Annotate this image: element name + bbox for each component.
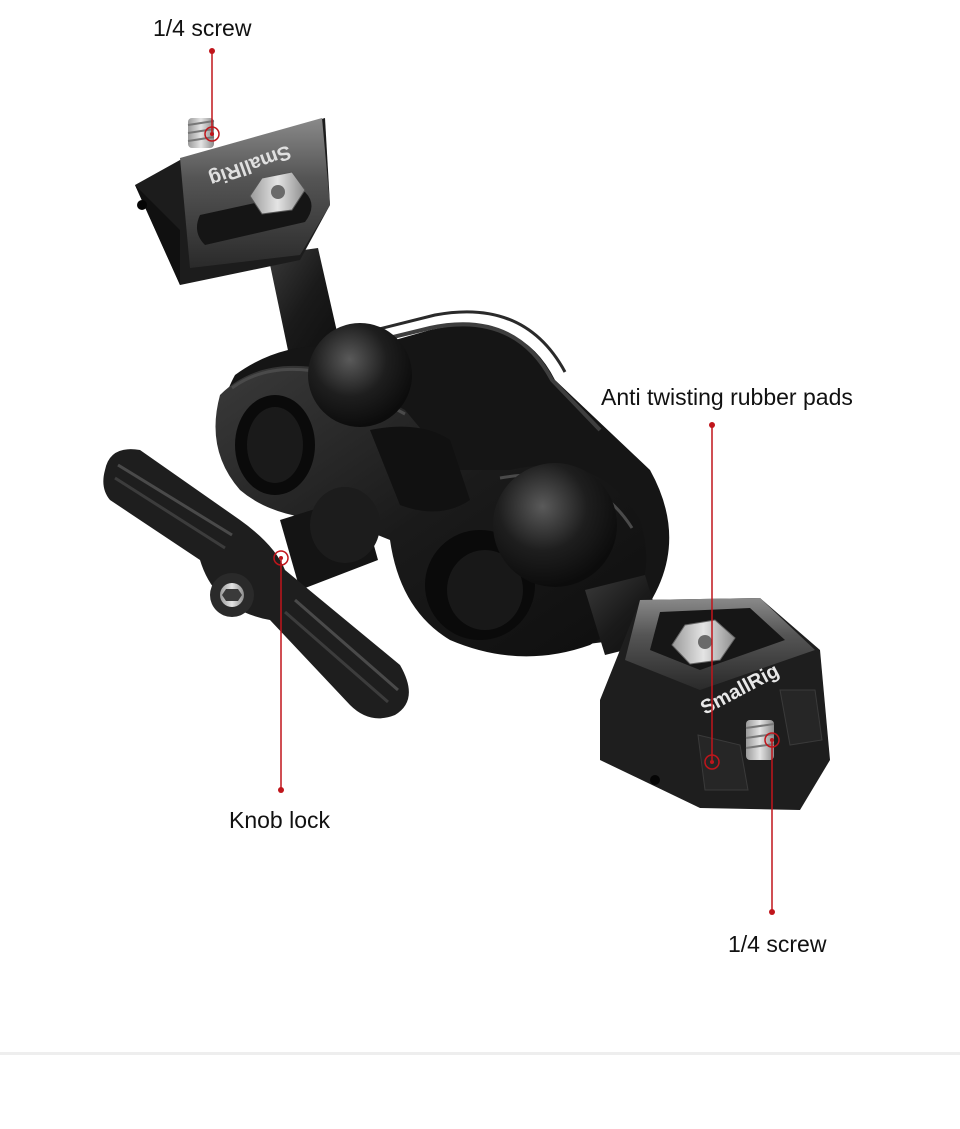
section-divider xyxy=(0,1052,960,1055)
marker-dot-knob-lock xyxy=(278,787,284,793)
callout-markers xyxy=(204,48,780,915)
top-mount: SmallRig xyxy=(135,118,340,360)
marker-ring-rubber-pads xyxy=(704,754,720,770)
callout-rubber-pads: Anti twisting rubber pads xyxy=(601,384,853,410)
marker-ring-bottom-screw xyxy=(764,732,780,748)
top-stem xyxy=(268,248,340,360)
callout-knob-lock: Knob lock xyxy=(229,807,331,833)
bottom-mount: SmallRig xyxy=(585,575,830,810)
callout-top-screw: 1/4 screw xyxy=(153,15,252,41)
lower-ball xyxy=(493,463,617,587)
callout-bottom-screw: 1/4 screw xyxy=(728,931,827,957)
marker-dot-top-screw xyxy=(209,48,215,54)
knob-lock xyxy=(103,449,409,719)
marker-ring-top-screw xyxy=(204,126,220,142)
rubber-pad-left xyxy=(697,734,749,791)
marker-dot-bottom-screw xyxy=(769,909,775,915)
marker-dot-rubber-pads xyxy=(709,422,715,428)
arm-body xyxy=(215,310,670,657)
marker-ring-knob-lock xyxy=(273,550,289,566)
bottom-screw xyxy=(746,720,774,760)
knob-wing xyxy=(103,449,409,719)
rubber-pad-right xyxy=(779,689,823,746)
upper-ball xyxy=(308,323,412,427)
